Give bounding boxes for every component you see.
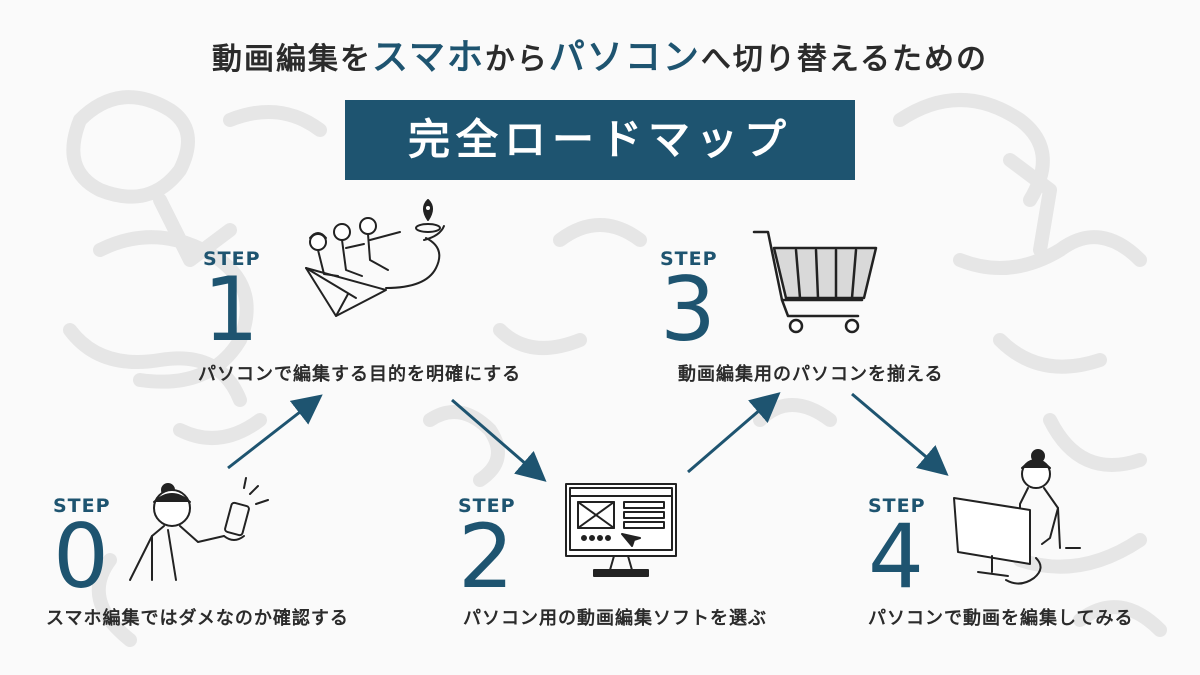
person-with-phone-icon (129, 477, 269, 581)
step-2-number: 2 (458, 505, 514, 608)
step-0-marker: STEP 0 (53, 495, 111, 608)
step-4-caption: パソコンで動画を編集してみる (868, 608, 1134, 629)
step-3-number: 3 (660, 258, 716, 361)
step-2-caption: パソコン用の動画編集ソフトを選ぶ (463, 608, 767, 629)
page-heading: 動画編集をスマホからパソコンへ切り替えるための (0, 28, 1200, 80)
step-4-marker: STEP 4 (868, 495, 926, 608)
step-2-label: STEP (458, 495, 516, 517)
step-1-marker: STEP 1 (203, 248, 261, 361)
heading-part-1: 動画編集を (211, 42, 372, 77)
step-4-number: 4 (868, 505, 924, 608)
step-1-label: STEP (203, 248, 261, 270)
people-on-paper-plane-icon (305, 199, 445, 317)
step-3-marker: STEP 3 (660, 248, 718, 361)
person-at-computer-icon (953, 449, 1081, 585)
step-1-number: 1 (203, 258, 259, 361)
arrow-step2-to-step3 (687, 392, 781, 474)
step-3-caption: 動画編集用のパソコンを揃える (678, 364, 944, 385)
arrow-step3-to-step4 (851, 392, 949, 476)
arrow-step1-to-step2 (451, 398, 547, 482)
step-4-label: STEP (868, 495, 926, 517)
step-2-marker: STEP 2 (458, 495, 516, 608)
arrow-step0-to-step1 (227, 394, 323, 470)
heading-accent-smartphone: スマホ (371, 37, 485, 78)
page-title: 完全ロードマップ (345, 100, 855, 180)
monitor-editor-icon (565, 483, 677, 577)
step-0-caption: スマホ編集ではダメなのか確認する (46, 608, 349, 629)
shopping-cart-icon (752, 230, 878, 334)
step-0-label: STEP (53, 495, 111, 517)
step-1-caption: パソコンで編集する目的を明確にする (198, 364, 522, 385)
step-0-number: 0 (53, 505, 109, 608)
heading-part-2: から (484, 42, 549, 77)
heading-accent-pc: パソコン (548, 37, 701, 78)
step-3-label: STEP (660, 248, 718, 270)
heading-part-3: へ切り替えるための (700, 42, 989, 77)
